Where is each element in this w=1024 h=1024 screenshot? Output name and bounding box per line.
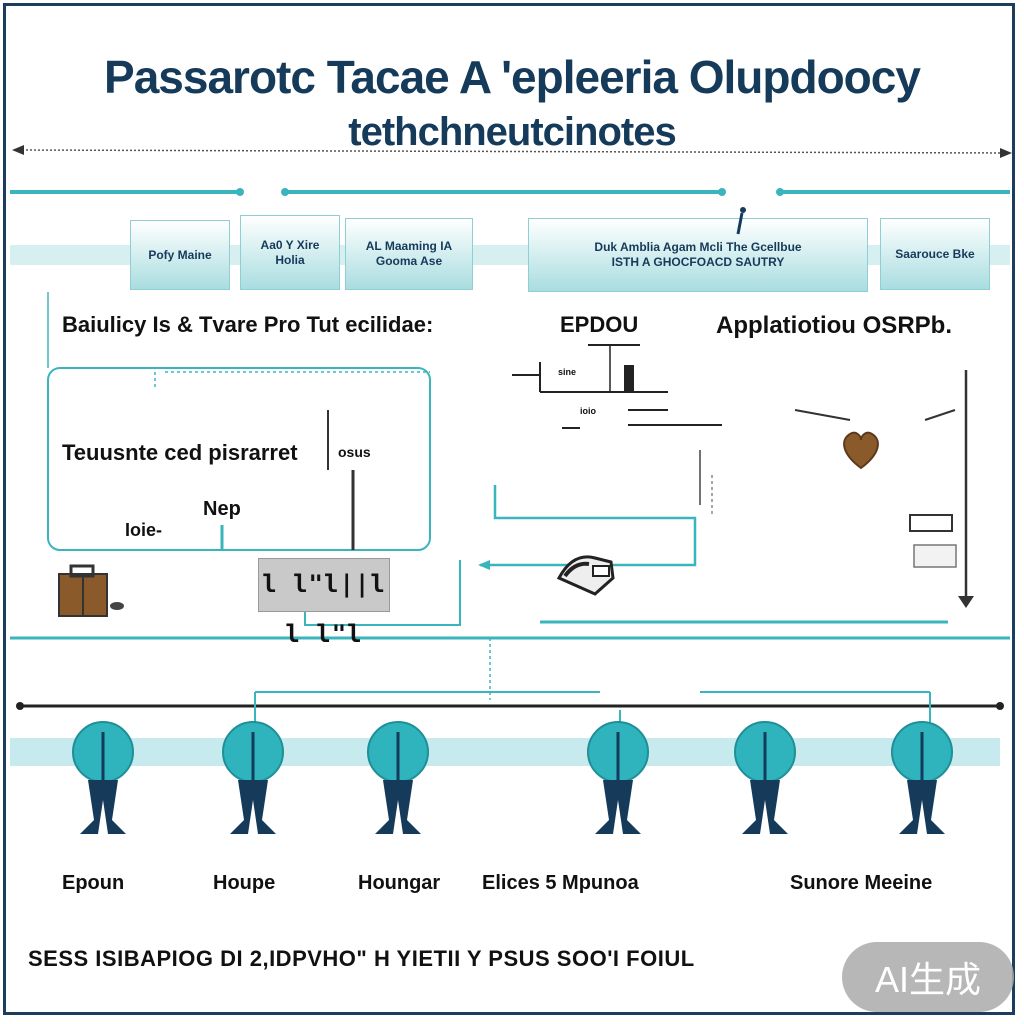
main-subtitle: tethchneutcinotes [348,110,676,154]
left-panel-border [47,367,431,551]
section-label-left: Baiulicy Is & Tvare Pro Tut ecilidae: [62,312,434,337]
barcode-panel: l l"l||l l l"l [258,558,390,648]
panel-techline-label: Teuusnte ced pisrarret [62,440,298,465]
middle-small-label-2: ioio [580,406,596,416]
person-label-1: Epoun [62,872,125,894]
person-label-3: Houngar [358,872,441,894]
middle-flow [480,485,697,567]
hand-device-icon [556,555,615,596]
page-frame [3,3,1015,1015]
person-icon-5 [734,721,796,834]
process-box-2: Aa0 Y Xire Holia [240,215,340,290]
person-label-4: Elices 5 Mpunoa [482,872,639,894]
box-4-label: Duk Amblia Agam Mcli The Gcellbue [594,240,802,254]
box-3-label: AL Maaming IA Gooma Ase [365,239,453,268]
person-icon-1 [72,721,134,834]
section-label-right: Applatiotiou OSRPb. [716,312,952,339]
panel-iole-label: Ioie- [125,520,163,540]
title-underline [13,149,1011,154]
person-label-2: Houpe [213,872,276,894]
person-icon-4 [587,721,649,834]
briefcase-person-icon [58,564,124,617]
left-arrowhead [12,145,24,155]
timeline-band [10,738,1000,766]
box-4-sublabel: ISTH A GHOCFOACD SAUTRY [611,255,785,269]
process-box-5: Saarouce Bke [880,218,990,290]
person-icon-3 [367,721,429,834]
section-label-middle: EPDOU [560,312,639,337]
process-box-4: Duk Amblia Agam Mcli The Gcellbue ISTH A… [528,218,868,292]
person-icon-6 [891,721,953,834]
heart-icon [843,431,879,470]
footer-text: SESS ISIBAPIOG DI 2,IDPVHO" H YIETII Y P… [28,946,695,971]
process-box-3: AL Maaming IA Gooma Ase [345,218,473,290]
person-label-6: Sunore Meeine [790,872,933,894]
panel-techline-suffix: osus [338,444,371,460]
ai-generated-badge: AI生成 [842,942,1014,1012]
tiny-figure-icon [736,207,746,235]
box-1-label: Pofy Maine [148,247,212,262]
process-box-1: Pofy Maine [130,220,230,290]
right-arrowhead [1000,148,1012,158]
barcode-label: l l"l||l l l"l [262,570,386,648]
panel-nep-label: Nep [203,498,241,520]
middle-small-label-1: sine [558,367,577,377]
box-5-label: Saarouce Bke [895,246,975,261]
box-2-label: Aa0 Y Xire [260,237,320,252]
person-icon-2 [222,721,284,834]
main-title: Passarotc Tacae A 'epleeria Olupdoocy [104,51,921,103]
